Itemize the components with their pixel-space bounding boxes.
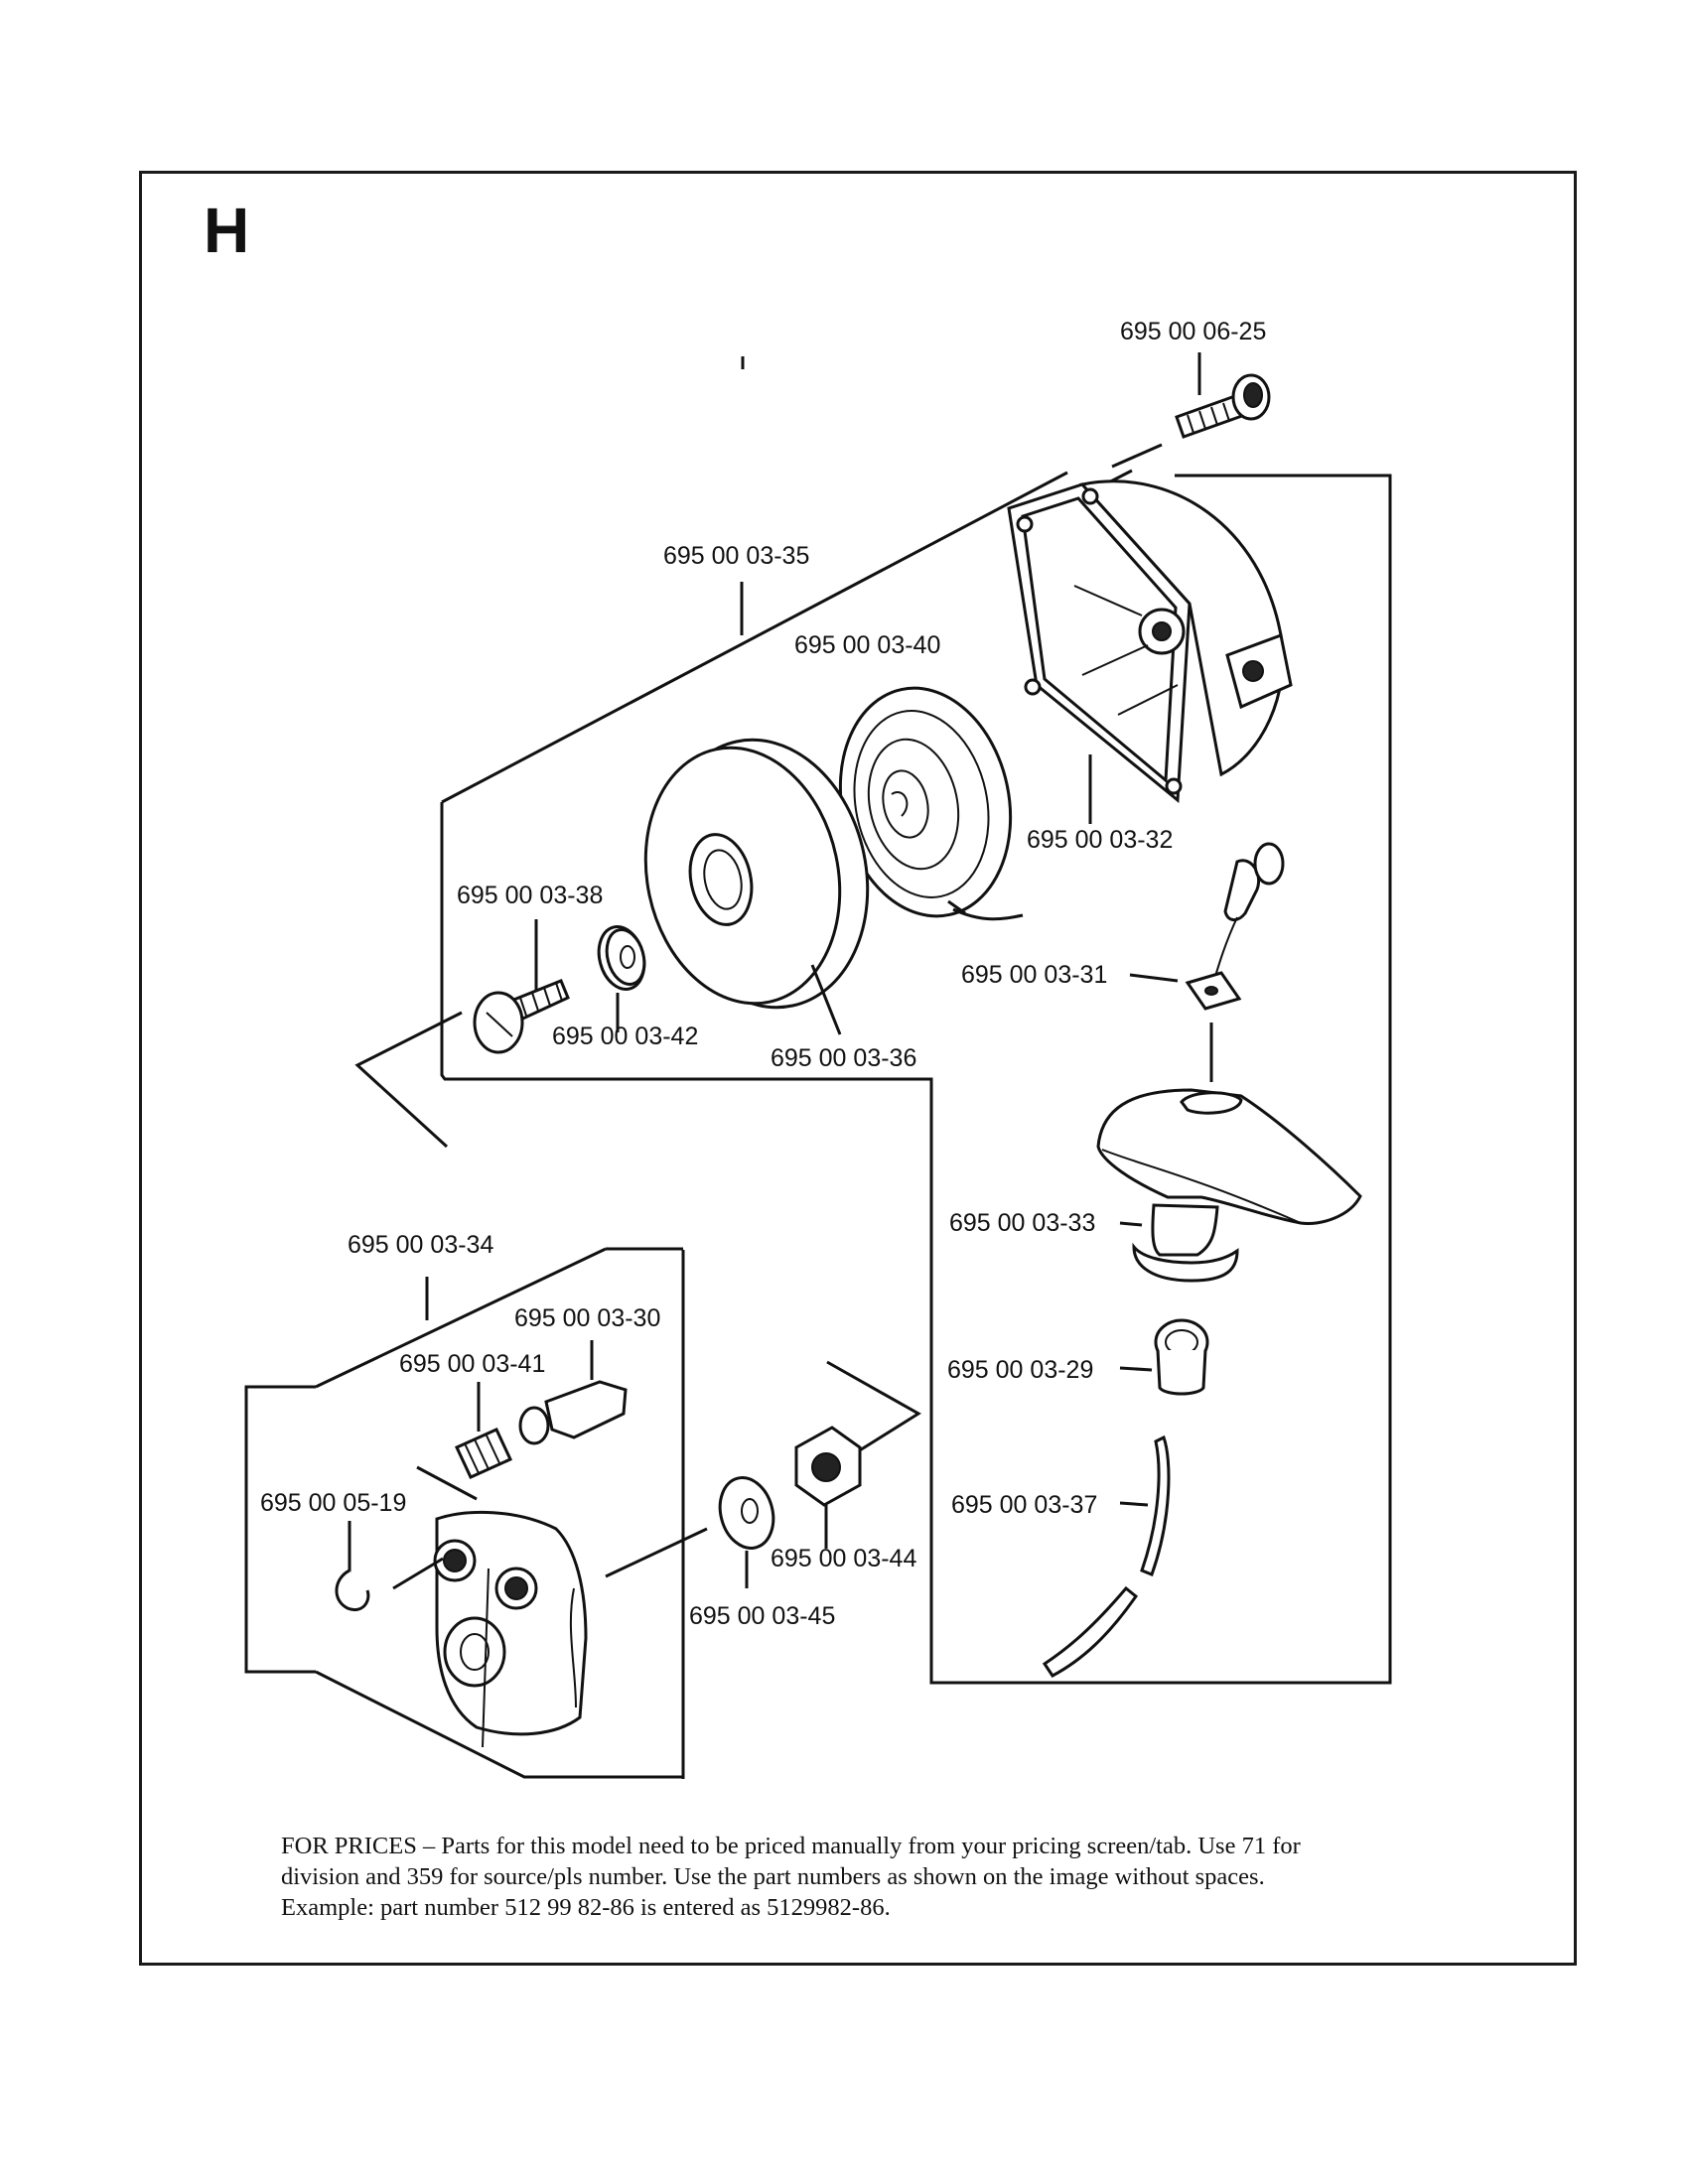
label-starter-housing: 695 00 03-32 xyxy=(1027,826,1173,854)
label-pulley: 695 00 03-36 xyxy=(771,1044,916,1072)
rope-guide-part xyxy=(1129,842,1285,1082)
pricing-note-line-2: division and 359 for source/pls number. … xyxy=(281,1863,1265,1890)
pricing-note: FOR PRICES – Parts for this model need t… xyxy=(281,1831,1572,1923)
label-washer-large: 695 00 03-45 xyxy=(689,1602,835,1630)
label-circlip: 695 00 05-19 xyxy=(260,1489,406,1517)
label-nut: 695 00 03-44 xyxy=(771,1545,916,1572)
handle-insert-part xyxy=(1119,1318,1209,1396)
label-screw: 695 00 03-38 xyxy=(457,882,603,909)
label-bolt: 695 00 06-25 xyxy=(1120,318,1266,345)
handle-part xyxy=(1096,1088,1362,1283)
bolt-part xyxy=(1111,352,1271,469)
pawl-assembly-part xyxy=(392,1465,708,1748)
label-pawl-spring: 695 00 03-41 xyxy=(399,1350,545,1378)
pricing-note-line-1: FOR PRICES – Parts for this model need t… xyxy=(281,1833,1301,1859)
diagram-frame xyxy=(139,171,1577,1966)
label-rope: 695 00 03-37 xyxy=(951,1491,1097,1519)
label-recoil-spring: 695 00 03-40 xyxy=(794,631,940,659)
washer-small-part xyxy=(597,925,646,1032)
label-washer-small: 695 00 03-42 xyxy=(552,1023,698,1050)
label-pawl: 695 00 03-30 xyxy=(514,1304,660,1332)
pawl-spring-part xyxy=(454,1382,513,1479)
label-rope-guide: 695 00 03-31 xyxy=(961,961,1107,989)
label-pawl-assembly: 695 00 03-34 xyxy=(348,1231,493,1259)
label-handle-insert: 695 00 03-29 xyxy=(947,1356,1093,1384)
assembly-bracket-lower xyxy=(244,1247,921,1779)
pawl-part xyxy=(518,1340,628,1445)
pricing-note-line-3: Example: part number 512 99 82-86 is ent… xyxy=(281,1894,891,1921)
pulley-part xyxy=(643,738,870,1035)
section-letter: H xyxy=(204,195,250,266)
label-handle: 695 00 03-33 xyxy=(949,1209,1095,1237)
nut-part xyxy=(794,1426,862,1549)
rope-part xyxy=(1042,1434,1171,1678)
circlip-part xyxy=(335,1521,370,1611)
label-starter-assembly: 695 00 03-35 xyxy=(663,542,809,570)
washer-large-part xyxy=(718,1476,775,1588)
part-labels: 695 00 06-25 695 00 03-35 695 00 03-40 6… xyxy=(260,318,1266,1630)
screw-part xyxy=(473,919,570,1054)
starter-housing-part xyxy=(1007,479,1293,824)
